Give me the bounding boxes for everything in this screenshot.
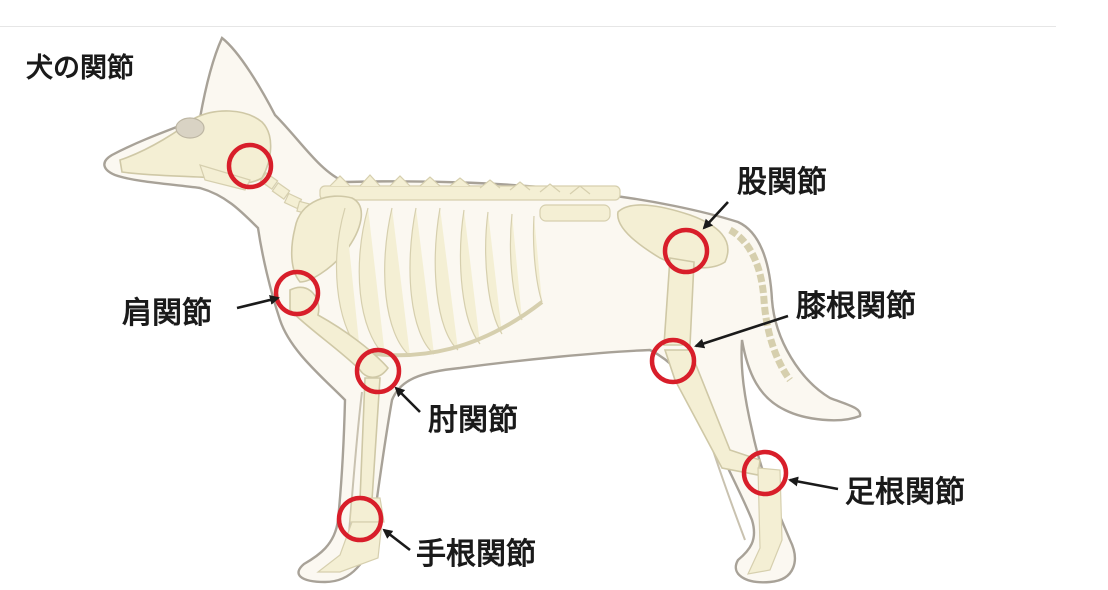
joint-markers (226, 142, 789, 543)
knee-arrow (694, 314, 789, 349)
hip-joint-label: 股関節 (737, 165, 827, 200)
jaw-joint-marker[interactable] (226, 142, 274, 190)
tail-vertebrae (728, 226, 793, 383)
tarsal-arrow (788, 476, 839, 491)
knee-joint-label: 膝根関節 (796, 289, 916, 324)
carpal-arrow (382, 528, 411, 552)
leader-arrows (236, 201, 839, 552)
hip-joint-marker[interactable] (662, 227, 710, 275)
tarsal-joint-marker[interactable] (741, 449, 789, 497)
shoulder-arrow (236, 295, 280, 310)
shoulder-joint-label: 肩関節 (122, 296, 212, 331)
hip-arrow (702, 201, 729, 230)
top-divider (0, 26, 1056, 27)
shoulder-joint-marker[interactable] (273, 269, 321, 317)
eye-socket (175, 117, 205, 139)
diagram-title: 犬の関節 (26, 52, 134, 84)
elbow-joint-marker[interactable] (354, 347, 402, 395)
elbow-joint-label: 肘関節 (428, 403, 518, 438)
spine (319, 174, 621, 222)
knee-joint-marker[interactable] (649, 337, 697, 385)
tarsal-joint-label: 足根関節 (845, 475, 965, 510)
carpal-joint-label: 手根関節 (416, 537, 536, 572)
elbow-arrow (394, 386, 421, 413)
ribcage (335, 207, 544, 358)
carpal-joint-marker[interactable] (336, 495, 384, 543)
